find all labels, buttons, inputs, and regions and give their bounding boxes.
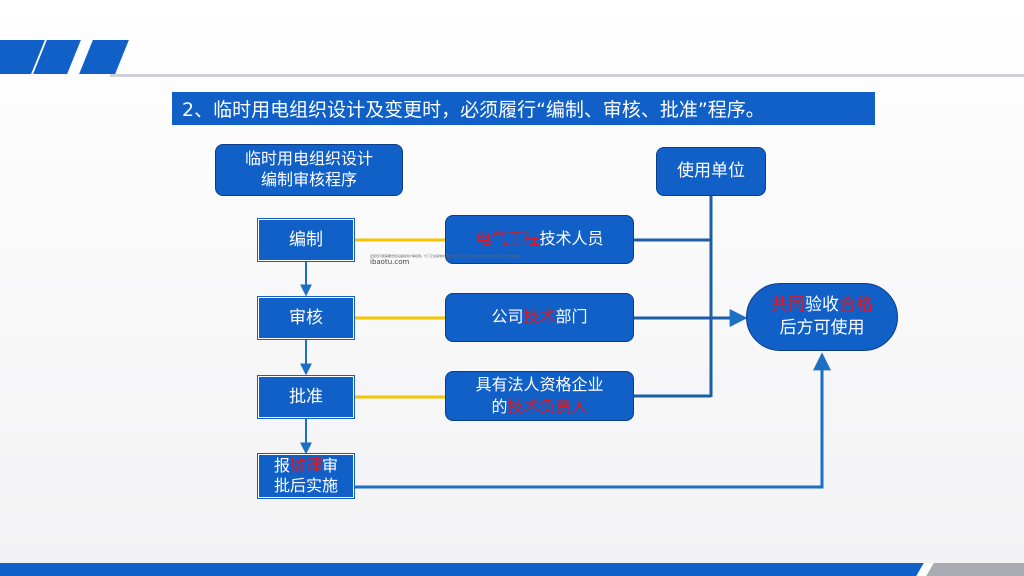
acceptance-highlight-joint: 共同	[771, 295, 805, 316]
page-title-text: 2、临时用电组织设计及变更时，必须履行“编制、审核、批准”程序。	[182, 99, 765, 121]
party-company: 公司技术部门	[445, 293, 634, 342]
step-review-label: 审核	[289, 307, 323, 328]
acceptance-inspect: 验收	[805, 295, 839, 316]
party-legal-pre: 的	[491, 397, 508, 416]
arrow-report-acceptance	[355, 352, 831, 489]
page-title: 2、临时用电组织设计及变更时，必须履行“编制、审核、批准”程序。	[172, 92, 875, 125]
party-electrical: 电气工程技术人员	[445, 215, 634, 264]
user-unit-label: 使用单位	[677, 161, 745, 182]
program-header-line2: 编制审核程序	[260, 170, 357, 189]
party-legal: 具有法人资格企业 的技术负责人	[445, 371, 634, 421]
party-company-pre: 公司	[491, 307, 524, 327]
party-company-highlight: 技术	[523, 307, 556, 327]
program-header-line1: 临时用电组织设计	[244, 149, 373, 169]
footer-bar	[0, 563, 940, 576]
party-electrical-rest: 技术人员	[539, 229, 604, 249]
watermark-site: ibaotu.com	[370, 258, 410, 266]
report-line2: 批后实施	[273, 476, 338, 495]
step-review: 审核	[257, 296, 355, 340]
party-company-text: 公司技术部门	[491, 307, 587, 328]
header-divider	[110, 74, 1024, 77]
watermark-text: 此装置可能需要增加设备和用户等权限。为了正在其他时间段中提升用户访问的时间内的访…	[370, 254, 524, 258]
step-approve: 批准	[257, 375, 355, 419]
party-legal-highlight: 技术负责人	[507, 397, 588, 416]
party-electrical-text: 电气工程技术人员	[475, 229, 603, 250]
report-prefix: 报	[273, 456, 290, 475]
program-header-box: 临时用电组织设计 编制审核程序	[215, 144, 403, 196]
step-compile: 编制	[257, 218, 355, 262]
user-unit-box: 使用单位	[656, 147, 766, 196]
step-approve-label: 批准	[289, 386, 323, 407]
report-supervision-highlight: 监理	[289, 456, 322, 475]
party-legal-line2: 的技术负责人	[491, 396, 587, 418]
acceptance-box: 共同验收合格 后方可使用	[746, 283, 898, 351]
party-company-post: 部门	[555, 307, 588, 327]
acceptance-line2: 后方可使用	[779, 318, 865, 338]
footer-accent	[924, 563, 1024, 576]
report-line1: 报监理审	[274, 456, 338, 476]
step-report-supervision: 报监理审 批后实施	[257, 453, 355, 499]
report-suffix: 审	[322, 456, 339, 475]
party-electrical-highlight: 电气工程	[475, 229, 540, 249]
step-compile-label: 编制	[289, 229, 323, 250]
acceptance-highlight-qualified: 合格	[839, 295, 873, 316]
party-legal-line1: 具有法人资格企业	[475, 375, 604, 395]
acceptance-line1: 共同验收合格	[771, 294, 873, 317]
